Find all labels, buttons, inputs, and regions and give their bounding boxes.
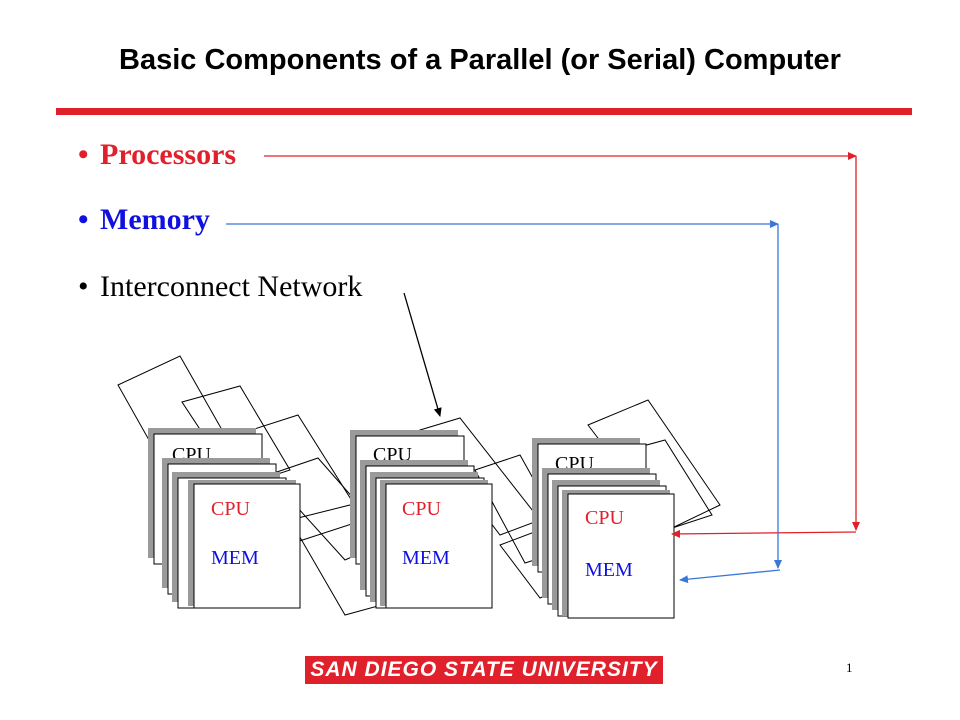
card-mem-label: MEM (402, 547, 450, 569)
page-number: 1 (846, 660, 853, 675)
node-group-2: CPU CPU MEM (350, 430, 493, 609)
bullet-processors: • Processors (78, 138, 236, 172)
bullet-memory-label: Memory (100, 203, 210, 236)
card-cpu-label: CPU (402, 498, 441, 520)
card-cpu-label: CPU (211, 498, 250, 520)
bullet-processors-label: Processors (100, 138, 237, 171)
memory-return-line (679, 569, 781, 584)
node-card-front (567, 493, 675, 619)
node-group-3: CPU CPU MEM (532, 438, 675, 619)
node-card-front (193, 483, 301, 609)
card-cpu-label: CPU (585, 507, 624, 529)
processors-connector (264, 152, 860, 538)
university-logo: SAN DIEGO STATE UNIVERSITY (305, 656, 663, 684)
card-mem-label: MEM (211, 547, 259, 569)
node-group-1: CPU CPU MEM (148, 428, 301, 609)
title-rule (56, 108, 912, 115)
bullet-memory: • Memory (78, 203, 210, 237)
slide-title: Basic Components of a Parallel (or Seria… (119, 44, 841, 76)
bullet-network-label: Interconnect Network (100, 270, 363, 303)
network-pointer-arrow (403, 292, 442, 417)
bullet-dot-icon: • (78, 138, 89, 171)
memory-connector (226, 220, 782, 584)
bullet-network: • Interconnect Network (78, 270, 362, 304)
card-mem-label: MEM (585, 559, 633, 581)
bullet-dot-icon: • (78, 270, 89, 303)
node-card-front (385, 483, 493, 609)
processors-return-line (671, 529, 857, 538)
bullet-dot-icon: • (78, 203, 89, 236)
